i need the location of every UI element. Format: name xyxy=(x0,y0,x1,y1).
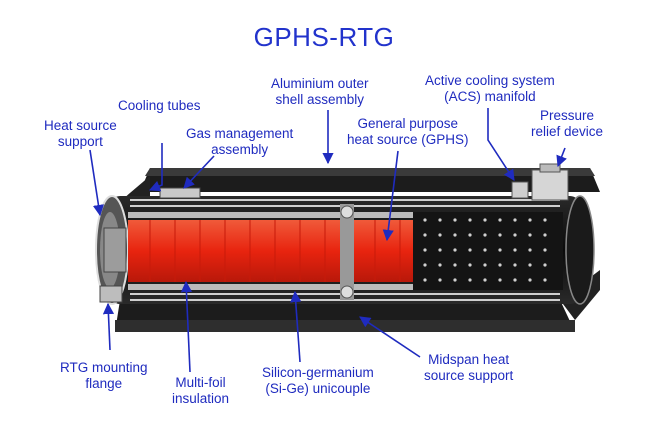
acs-manifold xyxy=(511,181,529,199)
label-gas-management: Gas management assembly xyxy=(186,126,294,157)
bottom-fin xyxy=(115,300,575,332)
label-multi-foil-insulation: Multi-foil insulation xyxy=(172,375,230,406)
label-sige-unicouple: Silicon-germanium (Si-Ge) unicouple xyxy=(262,365,374,396)
label-cooling-tubes: Cooling tubes xyxy=(118,98,201,113)
label-pressure-relief: Pressure relief device xyxy=(531,108,604,139)
pressure-relief-device xyxy=(531,163,569,201)
label-heat-source-support: Heat source support xyxy=(44,118,117,149)
unicouple-rows xyxy=(128,212,563,290)
leader-lines xyxy=(89,108,567,373)
diagram-title: GPHS-RTG xyxy=(253,22,395,52)
gas-management-assembly xyxy=(159,187,201,199)
label-aluminium-shell: Aluminium outer shell assembly xyxy=(271,76,369,107)
top-fin xyxy=(140,168,600,192)
heat-source-support xyxy=(103,227,127,273)
label-acs-manifold: Active cooling system (ACS) manifold xyxy=(425,73,555,104)
label-rtg-mounting-flange: RTG mounting flange xyxy=(60,360,148,391)
rtg-mounting-flange xyxy=(99,285,123,303)
unicouple-dots xyxy=(423,218,547,282)
gphs-heat-source xyxy=(128,220,413,282)
midspan-support xyxy=(340,204,354,300)
label-midspan-support: Midspan heat source support xyxy=(424,352,514,383)
label-general-purpose-heat-source: General purpose heat source (GPHS) xyxy=(347,116,469,147)
